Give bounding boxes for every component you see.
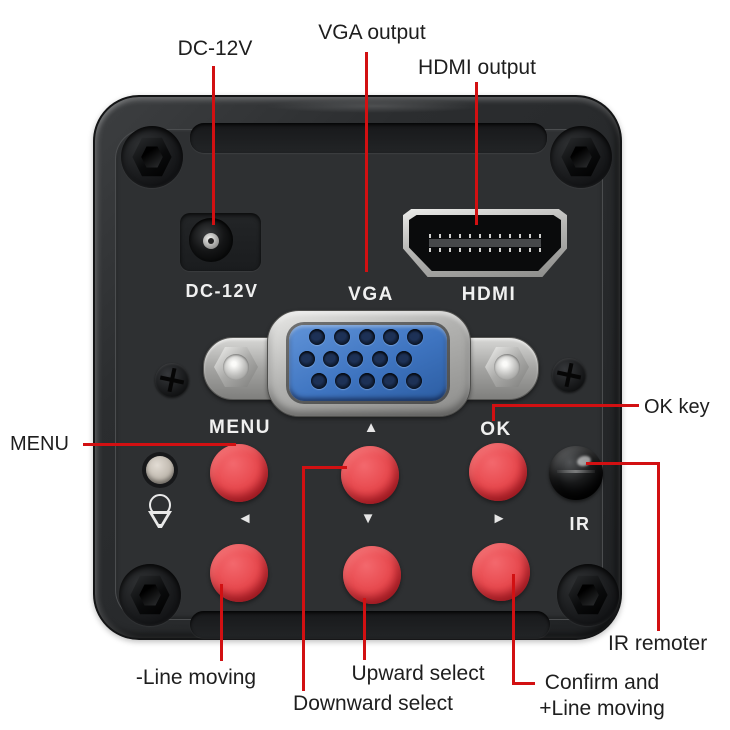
leader-line-ir-h — [586, 462, 660, 465]
leader-line-upward — [363, 598, 366, 660]
hex-bolt-icon — [130, 575, 170, 615]
annotation-minus-line-moving: -Line moving — [135, 666, 257, 689]
dc-jack-pin — [203, 233, 219, 249]
hex-bolt-icon — [568, 575, 608, 615]
philips-screw-right — [552, 358, 586, 392]
left-arrow-glyph: ◄ — [237, 510, 253, 527]
corner-screw-bottom-left — [119, 564, 181, 626]
right-arrow-glyph: ► — [491, 510, 507, 527]
leader-line-ok-v — [492, 404, 495, 421]
vga-printed-label: VGA — [348, 284, 394, 305]
annotation-ok-key: OK key — [644, 396, 710, 418]
vga-pin-hole — [359, 373, 375, 389]
lamp-icon — [146, 494, 174, 530]
top-recess-slot — [190, 123, 547, 153]
body-glare — [265, 99, 485, 113]
annotation-confirm-line-1: Confirm and — [544, 671, 660, 694]
right-button — [472, 543, 530, 601]
hdmi-port-cavity — [409, 215, 561, 271]
hdmi-pin-strip — [429, 234, 541, 252]
corner-screw-top-right — [550, 126, 612, 188]
leader-line-downward-v — [302, 466, 305, 691]
vga-pin-hole — [309, 329, 325, 345]
left-button — [210, 544, 268, 602]
vga-pin-hole — [407, 329, 423, 345]
ir-printed-label: IR — [569, 514, 591, 534]
leader-line-vga — [365, 52, 368, 272]
annotation-upward-select: Upward select — [351, 662, 485, 685]
leader-line-menu — [83, 443, 236, 446]
dc-power-jack — [189, 218, 233, 262]
annotation-vga-output: VGA output — [318, 21, 426, 44]
annotation-confirm-line-2: +Line moving — [539, 697, 665, 720]
vga-pin-hole — [335, 373, 351, 389]
vga-pin-hole — [299, 351, 315, 367]
up-button — [341, 446, 399, 504]
vga-pin-hole — [311, 373, 327, 389]
leader-line-minus-line — [220, 584, 223, 661]
vga-pin-hole — [323, 351, 339, 367]
corner-screw-bottom-right — [557, 564, 619, 626]
annotation-hdmi-output: HDMI output — [418, 56, 536, 79]
up-arrow-glyph: ▲ — [363, 419, 379, 436]
ok-printed-label: OK — [480, 419, 512, 440]
camera-body: DC-12V VGA HDMI — [93, 95, 622, 640]
leader-line-ok-h — [492, 404, 639, 407]
leader-line-confirm-v — [512, 574, 515, 685]
menu-button — [210, 444, 268, 502]
leader-line-dc — [212, 66, 215, 225]
dc-jack-printed-label: DC-12V — [185, 281, 259, 301]
hdmi-port — [403, 209, 567, 277]
annotation-ir-remoter: IR remoter — [608, 632, 708, 655]
ir-receiver — [549, 446, 603, 500]
annotation-dc-power: DC-12V — [177, 37, 253, 60]
vga-pin-hole — [382, 373, 398, 389]
down-arrow-glyph: ▼ — [360, 510, 376, 527]
lamp-cone-icon — [148, 511, 172, 528]
vga-pin-hole — [372, 351, 388, 367]
led-indicator — [146, 456, 174, 484]
hdmi-printed-label: HDMI — [461, 284, 517, 305]
leader-line-confirm-h — [512, 682, 535, 685]
vga-pin-hole — [359, 329, 375, 345]
corner-screw-top-left — [121, 126, 183, 188]
leader-line-downward-h — [303, 466, 347, 469]
down-button — [343, 546, 401, 604]
menu-printed-label: MENU — [209, 417, 271, 438]
philips-screw-left — [155, 363, 189, 397]
vga-pin-hole — [347, 351, 363, 367]
annotation-menu: MENU — [10, 433, 69, 455]
vga-pin-hole — [383, 329, 399, 345]
hex-bolt-icon — [132, 137, 172, 177]
leader-line-ir-v — [657, 462, 660, 631]
annotation-downward-select: Downward select — [293, 692, 453, 715]
vga-pin-hole — [396, 351, 412, 367]
hex-bolt-icon — [561, 137, 601, 177]
leader-line-hdmi — [475, 82, 478, 225]
ok-button — [469, 443, 527, 501]
bottom-recess-slot — [190, 611, 550, 638]
annotation-confirm-line-moving: Confirm and +Line moving — [539, 670, 665, 722]
vga-pin-hole — [406, 373, 422, 389]
vga-pin-hole — [334, 329, 350, 345]
